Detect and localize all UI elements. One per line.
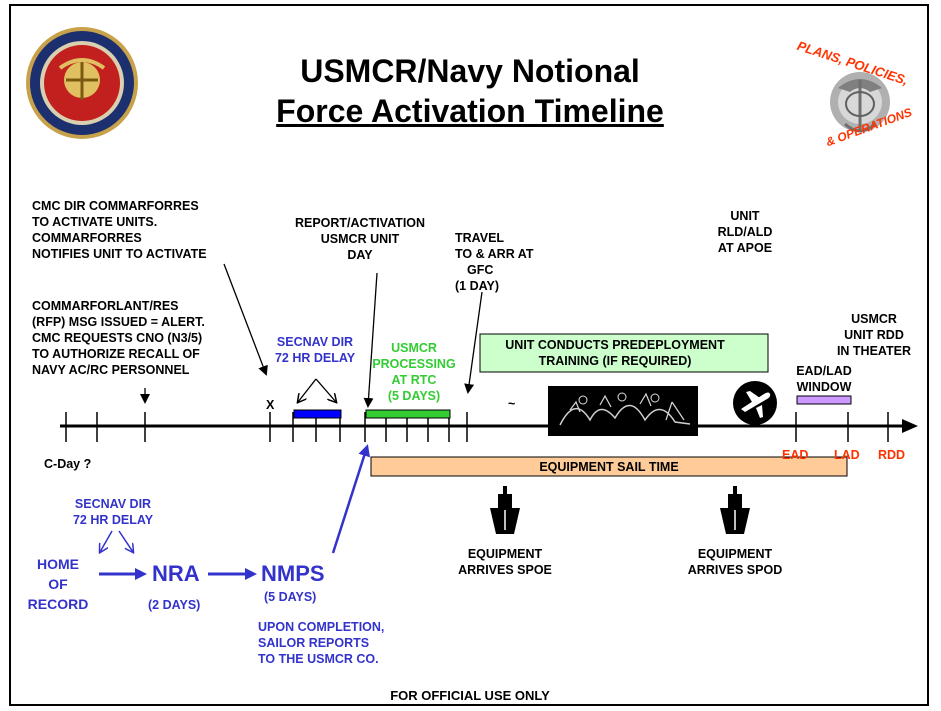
nra-days-label: (2 DAYS): [148, 598, 201, 612]
unit-rld-line: AT APOE: [717, 241, 773, 255]
secnav-bottom-arrow-left: [100, 530, 113, 552]
usmcr-processing-text: USMCR PROCESSING AT RTC (5 DAYS): [364, 340, 464, 404]
cmc-dir-text: CMC DIR COMMARFORRES TO ACTIVATE UNITS. …: [32, 198, 207, 262]
home-of-record-text: HOME OF RECORD: [26, 554, 90, 614]
nra-label: NRA: [152, 561, 200, 586]
secnav-dir-bottom-line: SECNAV DIR: [74, 497, 152, 511]
x-mark: X: [266, 398, 275, 412]
nmps-days-label: (5 DAYS): [264, 590, 317, 604]
rdd-label: RDD: [878, 448, 906, 462]
home-of-record-line: RECORD: [27, 596, 89, 612]
secnav-dir-bottom-text: SECNAV DIR 72 HR DELAY: [58, 496, 168, 528]
secnav-bottom-arrow-right: [118, 530, 133, 552]
upon-completion-line: TO THE USMCR CO.: [258, 652, 379, 666]
report-activation-line: REPORT/ACTIVATION: [294, 216, 426, 230]
predeployment-box: [479, 333, 769, 373]
equipment-spod-line: ARRIVES SPOD: [687, 563, 783, 577]
commarforlant-text: COMMARFORLANT/RES (RFP) MSG ISSUED = ALE…: [32, 298, 205, 378]
nmps-to-timeline-arrow: [331, 444, 370, 554]
equipment-spoe-line: EQUIPMENT: [467, 547, 543, 561]
secnav-dir-top-text: SECNAV DIR 72 HR DELAY: [260, 334, 370, 366]
secnav-delay-bar: [293, 409, 342, 419]
usmcr-processing-line: PROCESSING: [372, 357, 456, 371]
commarforlant-line: NAVY AC/RC PERSONNEL: [32, 363, 190, 377]
predeployment-text: UNIT CONDUCTS PREDEPLOYMENT TRAINING (IF…: [480, 337, 750, 369]
equipment-sail-time-label: EQUIPMENT SAIL TIME: [539, 460, 679, 474]
report-activation-line: USMCR UNIT: [320, 232, 400, 246]
home-of-record-line: HOME: [37, 556, 79, 572]
equipment-spoe-line: ARRIVES SPOE: [458, 563, 552, 577]
commarforlant-line: CMC REQUESTS CNO (N3/5): [32, 331, 203, 345]
unit-rld-line: UNIT: [730, 209, 760, 223]
equipment-spoe-text: EQUIPMENT ARRIVES SPOE: [450, 546, 560, 578]
processing-bar: [365, 409, 451, 419]
ead-lad-window-line: EAD/LAD: [796, 364, 852, 378]
lad-label: LAD: [834, 448, 860, 462]
report-activation-line: DAY: [347, 248, 373, 262]
timeline-arrowhead: [902, 419, 918, 433]
ead-label: EAD: [782, 448, 809, 462]
airplane-icon: [733, 381, 777, 425]
unit-rld-text: UNIT RLD/ALD AT APOE: [700, 208, 790, 256]
footer-classification: FOR OFFICIAL USE ONLY: [390, 688, 550, 703]
timeline-ticks: [65, 412, 889, 442]
usmcr-rdd-line: USMCR: [851, 312, 897, 326]
cmc-dir-line: COMMARFORRES: [32, 231, 142, 245]
secnav-top-arrow-right: [315, 378, 336, 402]
usmcr-processing-line: USMCR: [391, 341, 437, 355]
slide-border: [9, 4, 929, 706]
page-title: USMCR/Navy Notional: [300, 53, 640, 89]
nmps-label: NMPS: [261, 561, 325, 586]
travel-line: TRAVEL: [455, 231, 505, 245]
page-subtitle: Force Activation Timeline: [276, 93, 664, 129]
travel-line: GFC: [467, 263, 494, 277]
ead-lad-window-line: WINDOW: [796, 380, 852, 394]
cmc-dir-line: TO ACTIVATE UNITS.: [32, 215, 158, 229]
travel-arrow: [464, 291, 483, 394]
commarforlant-line: COMMARFORLANT/RES: [32, 299, 179, 313]
secnav-dir-top-line: 72 HR DELAY: [274, 351, 356, 365]
equipment-spod-text: EQUIPMENT ARRIVES SPOD: [680, 546, 790, 578]
upon-completion-line: SAILOR REPORTS: [258, 636, 370, 650]
secnav-dir-top-line: SECNAV DIR: [276, 335, 354, 349]
sail-time-bar: [370, 456, 848, 477]
predeployment-line: TRAINING (IF REQUIRED): [538, 354, 692, 368]
cmc-dir-line: NOTIFIES UNIT TO ACTIVATE: [32, 247, 207, 261]
ship-icon: [490, 486, 520, 534]
travel-line: (1 DAY): [455, 279, 499, 293]
report-activation-arrow: [363, 272, 378, 408]
commarforlant-line: (RFP) MSG ISSUED = ALERT.: [32, 315, 205, 329]
secnav-dir-bottom-line: 72 HR DELAY: [72, 513, 154, 527]
eagle-globe-anchor-icon: [830, 72, 890, 133]
usmcr-processing-line: AT RTC: [391, 373, 437, 387]
soldiers-training-icon: [548, 386, 698, 436]
cmc-dir-arrow: [223, 263, 268, 376]
travel-text: TRAVEL TO & ARR AT GFC (1 DAY): [455, 230, 533, 294]
c-day-label: C-Day ?: [44, 457, 92, 471]
usmcr-rdd-line: IN THEATER: [836, 344, 912, 358]
home-of-record-line: OF: [48, 576, 68, 592]
equipment-spod-line: EQUIPMENT: [697, 547, 773, 561]
cmc-dir-line: CMC DIR COMMARFORRES: [32, 199, 199, 213]
ead-lad-bar: [796, 395, 852, 405]
report-activation-text: REPORT/ACTIVATION USMCR UNIT DAY: [280, 215, 440, 263]
secnav-top-arrow-left: [298, 378, 317, 402]
upon-completion-text: UPON COMPLETION, SAILOR REPORTS TO THE U…: [258, 619, 384, 667]
commarforlant-line: TO AUTHORIZE RECALL OF: [32, 347, 200, 361]
ead-lad-window-text: EAD/LAD WINDOW: [784, 363, 864, 395]
upon-completion-line: UPON COMPLETION,: [258, 620, 385, 634]
usmcr-processing-line: (5 DAYS): [387, 389, 441, 403]
usmcr-rdd-line: UNIT RDD: [844, 328, 904, 342]
navy-seal-icon: [26, 27, 138, 139]
unit-rld-line: RLD/ALD: [717, 225, 773, 239]
travel-line: TO & ARR AT: [455, 247, 534, 261]
predeployment-line: UNIT CONDUCTS PREDEPLOYMENT: [505, 338, 725, 352]
tilde-mark: ~: [508, 397, 516, 411]
ship-icon: [720, 486, 750, 534]
usmcr-rdd-text: USMCR UNIT RDD IN THEATER: [828, 311, 920, 359]
